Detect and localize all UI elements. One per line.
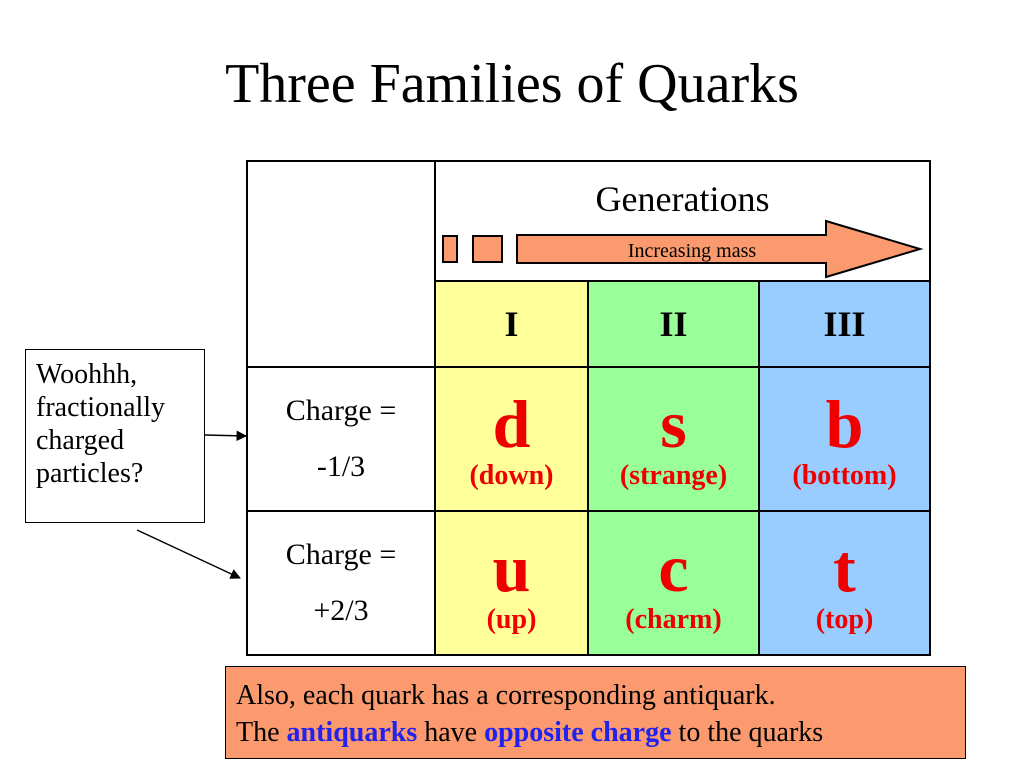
charge-label: Charge = — [285, 394, 397, 427]
quark-cell-bottom: b (bottom) — [758, 366, 931, 512]
quark-name: (up) — [486, 604, 537, 635]
quark-name: (strange) — [619, 460, 728, 491]
note-line-2: The antiquarks have opposite charge to t… — [236, 714, 965, 751]
quark-cell-charm: c (charm) — [587, 510, 760, 656]
header-row: Generations Increasing mass — [246, 160, 931, 368]
mass-square-small — [442, 235, 458, 263]
callout-line: Woohhh, — [36, 359, 138, 390]
quark-name: (bottom) — [792, 460, 897, 491]
mass-label: Increasing mass — [627, 240, 757, 262]
increasing-mass-arrow-icon — [516, 219, 924, 279]
quark-cell-top: t (top) — [758, 510, 931, 656]
generation-iii-header: III — [758, 280, 931, 368]
charge-minus-row: Charge = -1/3 d (down) s (strange) b (bo… — [246, 366, 931, 512]
corner-cell — [246, 160, 436, 368]
pointer-arrow-to-minus-row — [204, 430, 248, 442]
slide-title: Three Families of Quarks — [225, 53, 799, 115]
callout-box: Woohhh, fractionally charged particles? — [25, 349, 205, 523]
callout-line: particles? — [36, 458, 144, 489]
quark-cell-up: u (up) — [434, 510, 589, 656]
charge-label: Charge = — [285, 538, 397, 571]
charge-value: -1/3 — [316, 450, 366, 483]
generation-i-header: I — [434, 280, 589, 368]
generation-ii-header: II — [587, 280, 760, 368]
quark-name: (top) — [815, 604, 874, 635]
charge-label-cell: Charge = -1/3 — [246, 366, 436, 512]
quark-symbol: c — [658, 530, 689, 606]
quark-table: Generations Increasing mass I II III Cha… — [246, 160, 931, 656]
generations-label: Generations — [595, 179, 770, 219]
callout-line: charged — [36, 425, 125, 456]
quark-symbol: s — [660, 386, 687, 462]
generation-number-row: I II III — [247, 280, 931, 368]
note-text: have — [424, 717, 478, 748]
charge-value: +2/3 — [313, 594, 369, 627]
callout-line: fractionally — [36, 392, 166, 423]
mass-indicator: Increasing mass — [436, 219, 929, 279]
quark-symbol: u — [492, 530, 531, 606]
antiquarks-highlight: antiquarks — [286, 717, 418, 748]
quark-symbol: d — [492, 386, 531, 462]
antiquark-note: Also, each quark has a corresponding ant… — [225, 666, 966, 759]
quark-cell-strange: s (strange) — [587, 366, 760, 512]
pointer-arrow-to-plus-row — [136, 529, 241, 579]
quark-name: (down) — [469, 460, 554, 491]
opposite-charge-highlight: opposite charge — [484, 717, 672, 748]
quark-symbol: t — [833, 530, 856, 606]
quark-name: (charm) — [625, 604, 722, 635]
charge-plus-row: Charge = +2/3 u (up) c (charm) t (top) — [246, 510, 931, 656]
generations-header: Generations Increasing mass — [434, 160, 931, 282]
mass-square-medium — [472, 235, 503, 263]
quark-symbol: b — [825, 386, 864, 462]
note-text: to the quarks — [678, 717, 824, 748]
charge-label-cell: Charge = +2/3 — [246, 510, 436, 656]
note-line-1: Also, each quark has a corresponding ant… — [236, 680, 776, 711]
quark-cell-down: d (down) — [434, 366, 589, 512]
note-text: The — [236, 717, 280, 748]
